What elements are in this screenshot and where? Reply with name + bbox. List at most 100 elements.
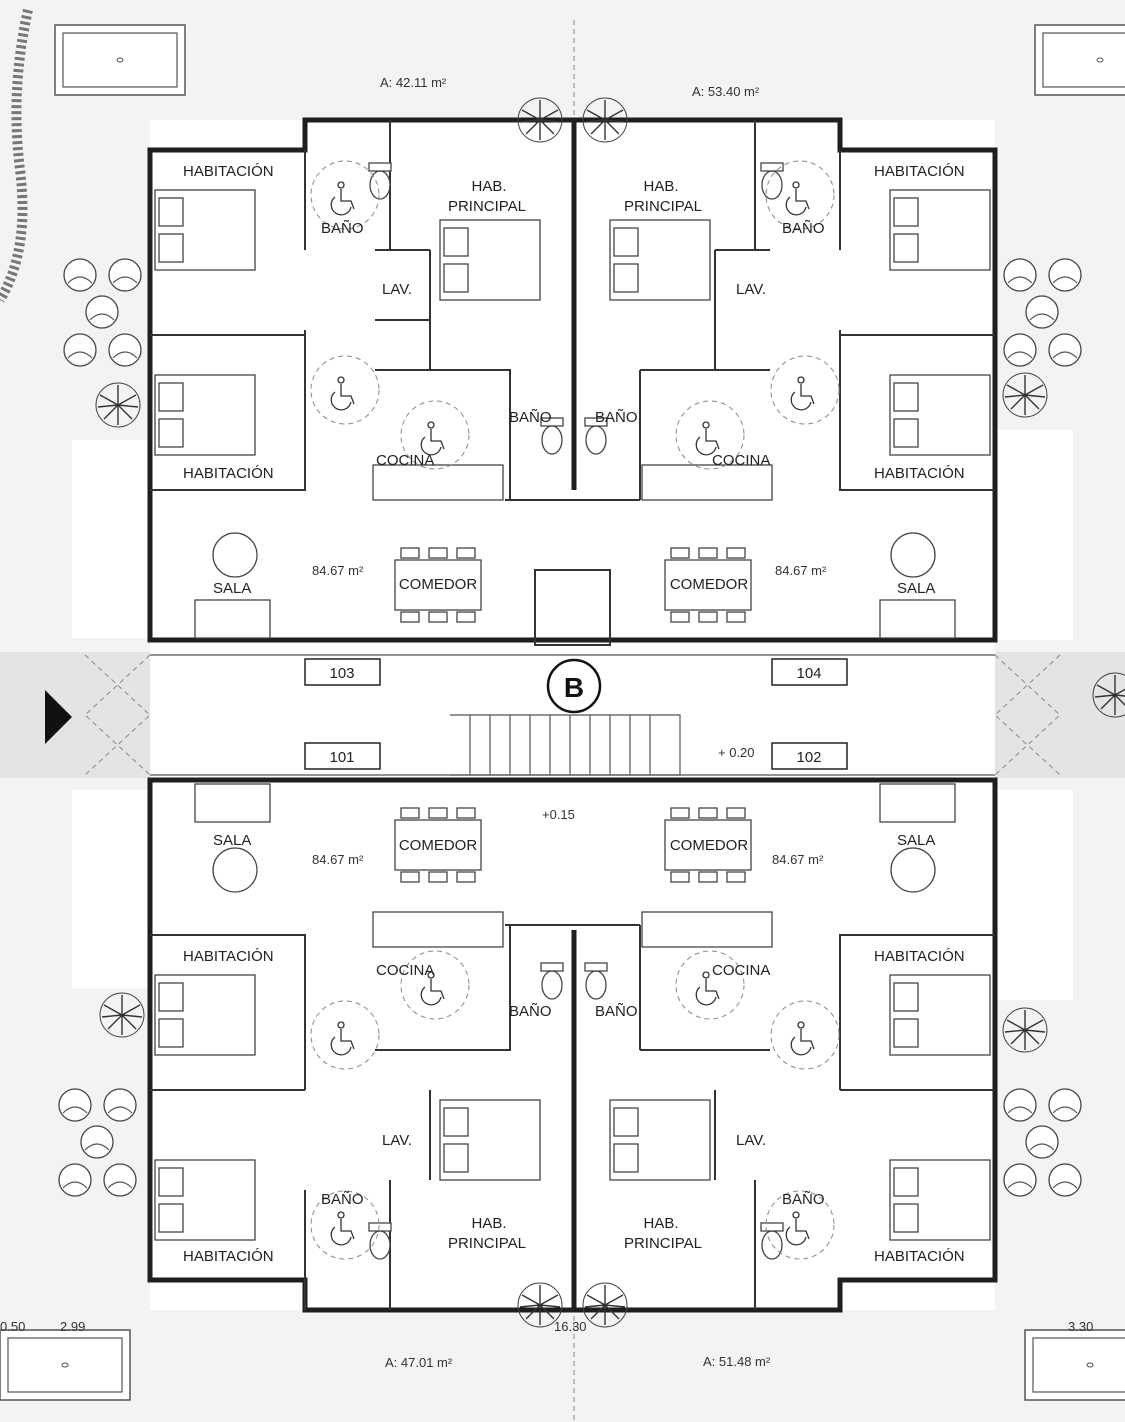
upper-walls (147, 117, 998, 643)
chair-icon (1025, 1125, 1059, 1159)
room-label: LAV. (382, 281, 412, 298)
toilet-icon (368, 1222, 392, 1260)
room-label: LAV. (382, 1132, 412, 1149)
toilet-icon (760, 162, 784, 200)
unit-area: 84.67 m² (312, 563, 364, 578)
building-letter: B (564, 672, 584, 703)
toilet-icon (760, 1222, 784, 1260)
room-label: HAB. (643, 178, 678, 195)
sofa-icon (194, 783, 271, 823)
room-label: BAÑO (509, 409, 552, 426)
room-label: PRINCIPAL (624, 198, 702, 215)
room-label: BAÑO (782, 1191, 825, 1208)
kitchen-island-icon (641, 464, 773, 501)
dimension: 2.99 (60, 1319, 85, 1334)
planter-bottom-left (0, 1329, 131, 1401)
bed-icon (439, 219, 541, 301)
room-label: BAÑO (509, 1003, 552, 1020)
room-label: PRINCIPAL (448, 198, 526, 215)
dimension: 0.50 (0, 1319, 25, 1334)
planter-top-right (1034, 24, 1125, 96)
dimension: 3.30 (1068, 1319, 1093, 1334)
chair-icon (1003, 1088, 1037, 1122)
bed-icon (154, 1159, 256, 1241)
room-label: BAÑO (321, 220, 364, 237)
sofa-icon (879, 783, 956, 823)
room-label: HABITACIÓN (874, 163, 965, 180)
room-label: COCINA (712, 962, 770, 979)
sofa-icon (879, 599, 956, 639)
dimension: 16.30 (554, 1319, 587, 1334)
room-label: HABITACIÓN (183, 948, 274, 965)
room-label: PRINCIPAL (448, 1235, 526, 1252)
room-label: HABITACIÓN (874, 1248, 965, 1265)
kitchen-island-icon (641, 911, 773, 948)
room-label: SALA (897, 832, 935, 849)
bed-icon (889, 1159, 991, 1241)
chair-icon (1003, 333, 1037, 367)
area-top-right: A: 53.40 m² (692, 84, 760, 99)
area-bottom-right: A: 51.48 m² (703, 1354, 771, 1369)
room-label: HAB. (471, 178, 506, 195)
chair-icon (1025, 295, 1059, 329)
chair-icon (58, 1088, 92, 1122)
room-label: SALA (897, 580, 935, 597)
kitchen-island-icon (372, 464, 504, 501)
room-label: COCINA (376, 452, 434, 469)
entry-arrow-icon[interactable] (45, 690, 72, 744)
unit-area: 84.67 m² (312, 852, 364, 867)
planter-bottom-right (1024, 1329, 1125, 1401)
room-label: SALA (213, 580, 251, 597)
chair-icon (63, 333, 97, 367)
toilet-icon (584, 962, 608, 1000)
room-label: HABITACIÓN (183, 465, 274, 482)
chair-icon (1048, 1088, 1082, 1122)
room-label: COCINA (376, 962, 434, 979)
bed-icon (609, 1099, 711, 1181)
room-label: COMEDOR (399, 576, 478, 593)
unit-104: 104 (796, 665, 821, 682)
bed-icon (439, 1099, 541, 1181)
kitchen-island-icon (372, 911, 504, 948)
chair-icon (1048, 333, 1082, 367)
room-label: COMEDOR (670, 576, 749, 593)
bed-icon (889, 374, 991, 456)
room-label: BAÑO (595, 409, 638, 426)
room-label: COCINA (712, 452, 770, 469)
room-label: HABITACIÓN (874, 948, 965, 965)
chair-icon (80, 1125, 114, 1159)
area-top-left: A: 42.11 m² (380, 75, 447, 90)
level-lobby: +0.15 (542, 807, 575, 822)
bed-icon (609, 219, 711, 301)
room-label: LAV. (736, 1132, 766, 1149)
room-label: HABITACIÓN (183, 1248, 274, 1265)
room-label: BAÑO (595, 1003, 638, 1020)
chair-icon (1003, 1163, 1037, 1197)
room-label: HABITACIÓN (874, 465, 965, 482)
chair-icon (108, 258, 142, 292)
sofa-icon (194, 599, 271, 639)
lower-walls (147, 777, 998, 1313)
room-label: COMEDOR (399, 837, 478, 854)
unit-102: 102 (796, 749, 821, 766)
chair-icon (1003, 258, 1037, 292)
room-label: HABITACIÓN (183, 163, 274, 180)
room-label: BAÑO (782, 220, 825, 237)
toilet-icon (540, 962, 564, 1000)
chair-icon (58, 1163, 92, 1197)
chair-icon (63, 258, 97, 292)
unit-area: 84.67 m² (775, 563, 827, 578)
bed-icon (889, 189, 991, 271)
chair-icon (1048, 258, 1082, 292)
room-label: HAB. (471, 1215, 506, 1232)
room-label: SALA (213, 832, 251, 849)
chair-icon (103, 1163, 137, 1197)
bed-icon (154, 374, 256, 456)
room-label: HAB. (643, 1215, 678, 1232)
chair-icon (108, 333, 142, 367)
unit-area: 84.67 m² (772, 852, 824, 867)
room-label: PRINCIPAL (624, 1235, 702, 1252)
bed-icon (154, 189, 256, 271)
level-entry: + 0.20 (718, 745, 755, 760)
chair-icon (103, 1088, 137, 1122)
